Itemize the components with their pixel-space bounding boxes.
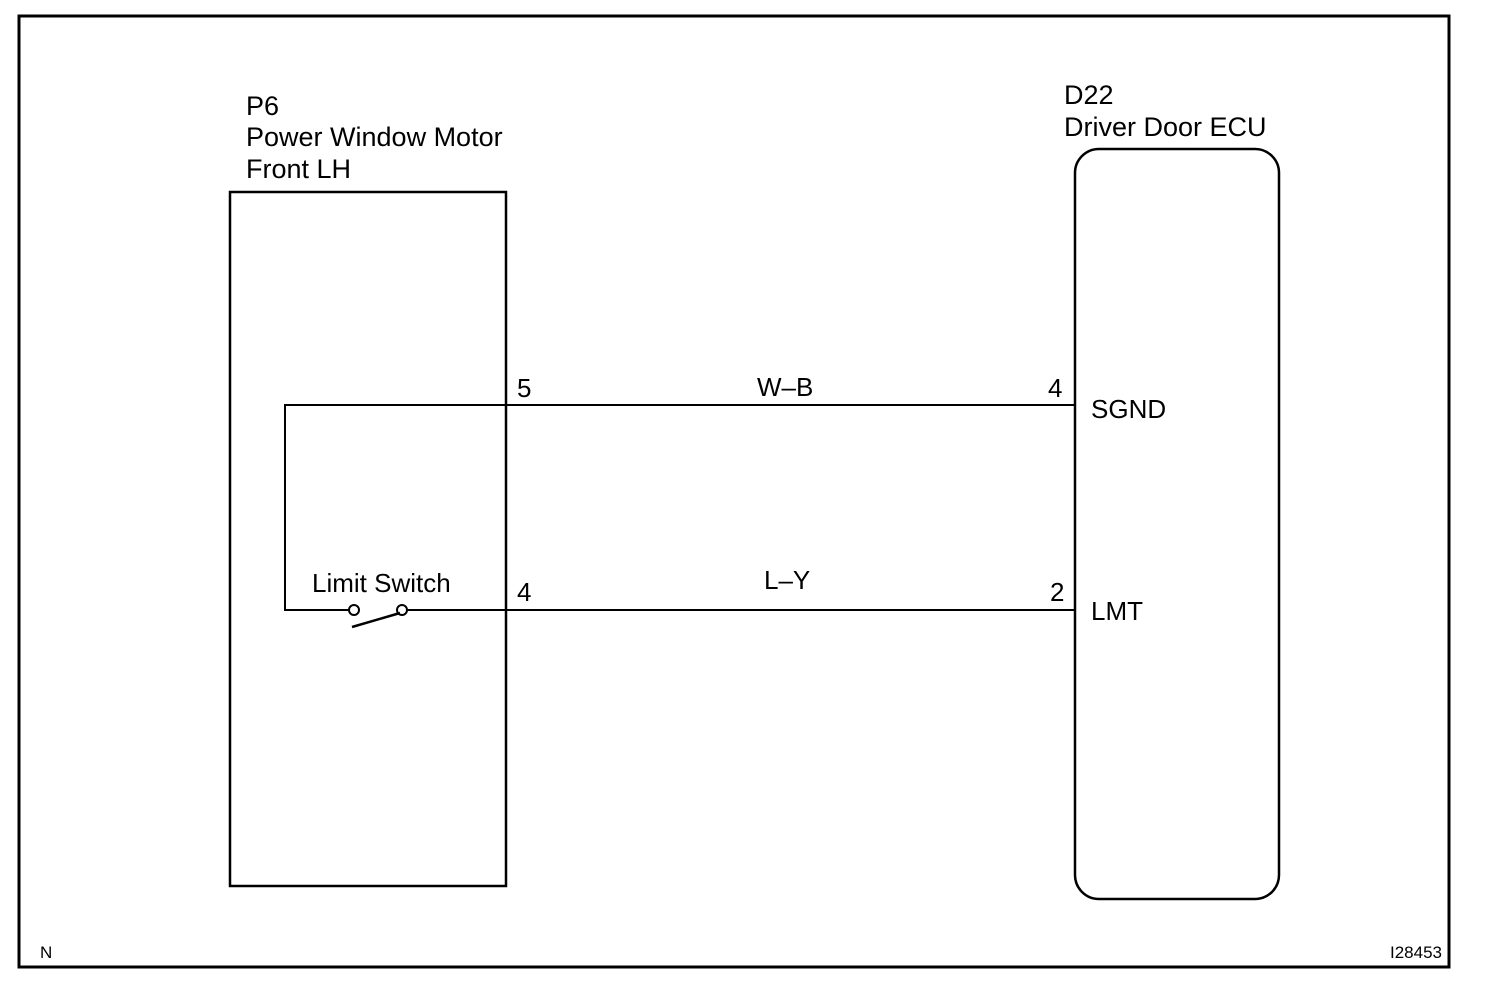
limit-switch-symbol — [348, 604, 408, 629]
driver-door-ecu: D22 Driver Door ECU 4 SGND 2 LMT — [1048, 80, 1281, 901]
ecu-pin-top-name: SGND — [1091, 394, 1166, 424]
diagram-frame — [17, 14, 1451, 969]
motor-pin-bottom: 4 — [517, 577, 531, 607]
footer-left-mark: N — [40, 943, 52, 962]
switch-blade — [351, 611, 401, 629]
ecu-code: D22 — [1064, 80, 1114, 110]
ecu-pin-bottom-name: LMT — [1091, 596, 1143, 626]
limit-switch-label: Limit Switch — [312, 568, 451, 598]
ecu-pin-top: 4 — [1048, 373, 1062, 403]
motor-internal-wire — [284, 404, 506, 611]
motor-code: P6 — [246, 91, 279, 121]
motor-box — [228, 190, 508, 888]
motor-pin-top: 5 — [517, 373, 531, 403]
ecu-name: Driver Door ECU — [1064, 112, 1267, 142]
wire-l-y-label: L–Y — [764, 565, 810, 595]
ecu-box — [1073, 147, 1281, 901]
ecu-pin-bottom: 2 — [1050, 577, 1064, 607]
motor-name-line1: Power Window Motor — [246, 122, 503, 152]
power-window-motor: P6 Power Window Motor Front LH Limit Swi… — [228, 91, 531, 888]
motor-name-line2: Front LH — [246, 154, 351, 184]
harness-wires: W–B L–Y — [506, 372, 1075, 611]
switch-contact-left — [348, 604, 360, 616]
figure-id: I28453 — [1390, 943, 1442, 962]
wire-w-b-label: W–B — [757, 372, 813, 402]
